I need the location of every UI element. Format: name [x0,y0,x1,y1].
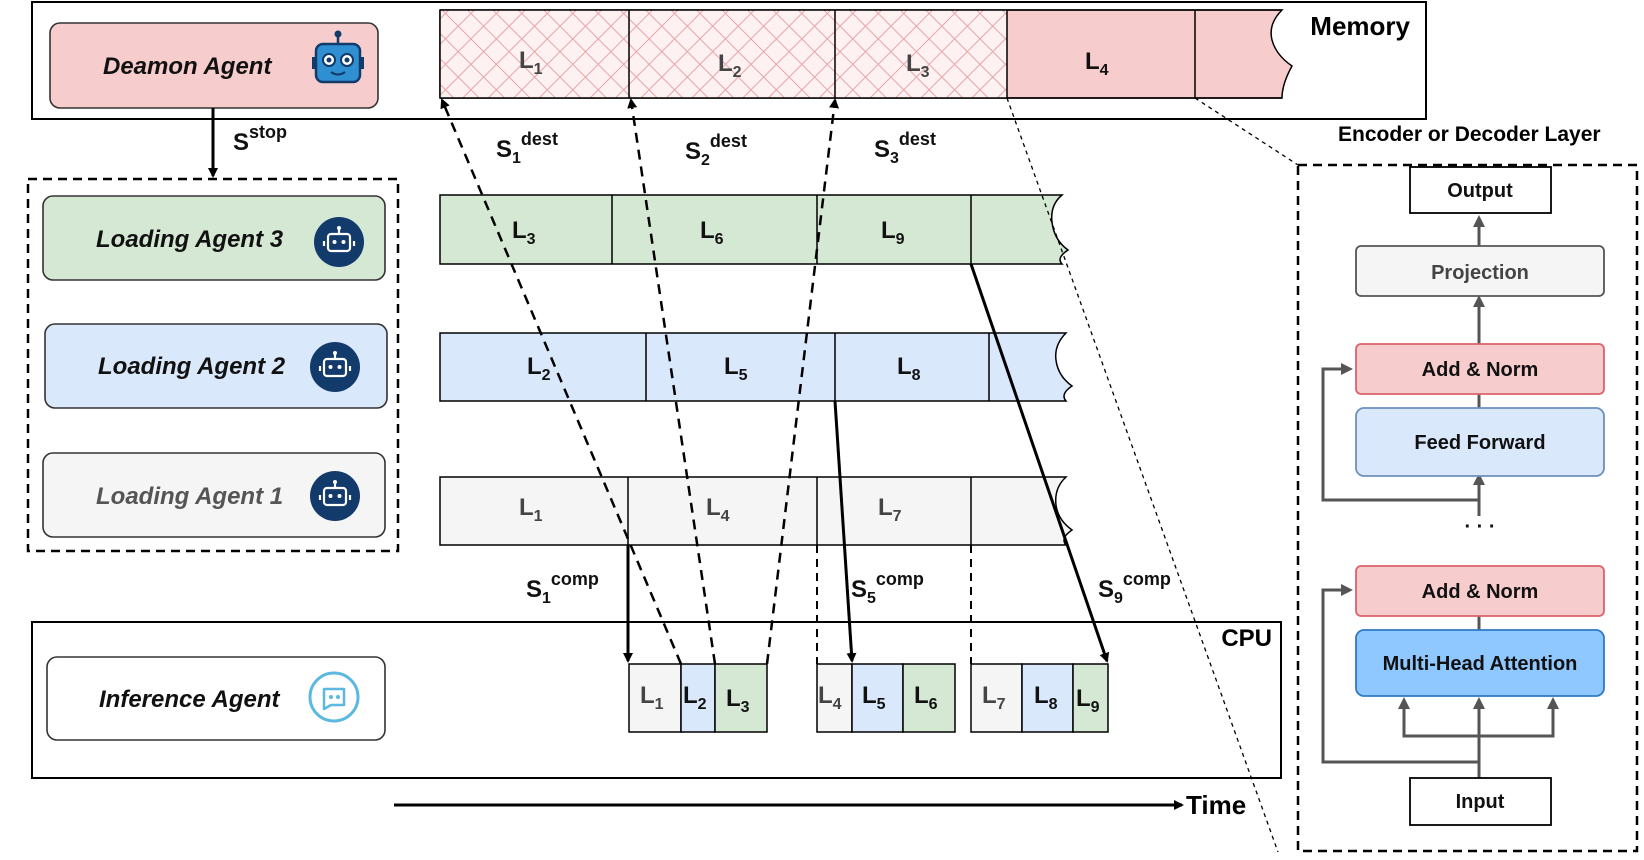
time-label: Time [1186,790,1246,820]
svg-text:Input: Input [1456,791,1505,813]
loading-agent-3-label: Loading Agent 3 [96,226,284,253]
comp5-signal-label: S5comp [851,569,924,607]
row1-cell-l4: L4 [706,494,730,525]
cpu-group-1: L1 L2 L3 [628,663,768,733]
dest1-signal-label: S1dest [496,129,558,167]
cpu-container [31,621,1282,779]
tape-row-3: L3 L6 L9 [439,194,1070,265]
daemon-agent-label: Deamon Agent [103,53,272,80]
cpu-cell-l7: L7 [982,682,1006,713]
dest2-signal-label: S2dest [685,131,747,169]
output-block: Output [1409,166,1552,214]
daemon-agent[interactable]: Deamon Agent [49,22,379,109]
dest1-arrow [440,98,683,665]
memory-cell-l3: L3 [906,50,930,81]
row2-cell-l2: L2 [527,353,551,384]
cpu-cell-l3: L3 [726,685,750,716]
memory-label: Memory [1310,11,1410,41]
cpu-cell-l1: L1 [640,682,664,713]
svg-text:Feed Forward: Feed Forward [1414,432,1545,454]
bot-icon [310,342,360,392]
bot-icon [314,217,364,267]
loading-agent-1-label: Loading Agent 1 [96,483,283,510]
inference-agent-label: Inference Agent [99,686,280,713]
chat-bot-icon [308,671,360,723]
comp9-arrow [969,263,1110,663]
cpu-cell-l6: L6 [914,682,938,713]
comp1-signal-label: S1comp [526,569,599,607]
loading-agent-2-label: Loading Agent 2 [98,353,286,380]
inference-agent[interactable]: Inference Agent [46,656,386,741]
input-block: Input [1409,777,1552,826]
memory-cell-l2: L2 [718,50,742,81]
layer-connectors [1321,215,1559,778]
layer-panel-title: Encoder or Decoder Layer [1338,123,1601,146]
layer-panel [1296,163,1639,853]
svg-text:Output: Output [1447,180,1513,202]
comp9-signal-label: S9comp [1098,569,1171,607]
stop-signal-label: Sstop [233,122,287,156]
row1-cell-l1: L1 [519,494,543,525]
feed-forward-block: Feed Forward [1355,407,1605,477]
zoom-line [1006,97,1279,853]
cpu-cell-l5: L5 [862,682,886,713]
dest3-signal-label: S3dest [874,129,936,167]
loading-agents-group [26,177,400,553]
row1-cell-l7: L7 [878,494,902,525]
svg-text:Add & Norm: Add & Norm [1422,359,1539,381]
dest3-arrow [765,98,840,665]
cpu-label: CPU [1221,625,1272,652]
memory-tape: L1 L2 L3 L4 [439,9,1293,99]
multi-head-attention-block: Multi-Head Attention [1355,629,1605,697]
row3-cell-l9: L9 [881,217,905,248]
memory-cell-l4: L4 [1085,48,1109,79]
svg-text:Multi-Head Attention: Multi-Head Attention [1383,653,1578,675]
robot-icon [312,30,364,84]
loading-agent-2[interactable]: Loading Agent 2 [44,323,388,409]
svg-text:Projection: Projection [1431,262,1529,284]
tape-row-1: L1 L4 L7 [439,476,1074,546]
comp5-arrow [833,400,857,663]
row2-cell-l8: L8 [897,353,921,384]
layer-ellipsis: · · · [1464,516,1495,538]
cpu-group-3: L7 L8 L9 [970,663,1109,733]
cpu-cell-l2: L2 [683,682,707,713]
cpu-cell-l9: L9 [1076,685,1100,716]
cpu-cell-l4: L4 [818,682,842,713]
row3-cell-l6: L6 [700,217,724,248]
row2-cell-l5: L5 [724,353,748,384]
cpu-cell-l8: L8 [1034,682,1058,713]
cpu-group-2: L4 L5 L6 [816,663,956,733]
memory-cell-l1: L1 [519,47,543,78]
add-norm-block-top: Add & Norm [1355,343,1605,395]
row3-cell-l3: L3 [512,217,536,248]
bot-icon [310,471,360,521]
add-norm-block-bottom: Add & Norm [1355,565,1605,617]
loading-agent-3[interactable]: Loading Agent 3 [42,195,386,281]
loading-agent-1[interactable]: Loading Agent 1 [42,452,386,538]
projection-block: Projection [1355,245,1605,297]
svg-text:Add & Norm: Add & Norm [1422,581,1539,603]
tape-row-2: L2 L5 L8 [439,332,1074,402]
